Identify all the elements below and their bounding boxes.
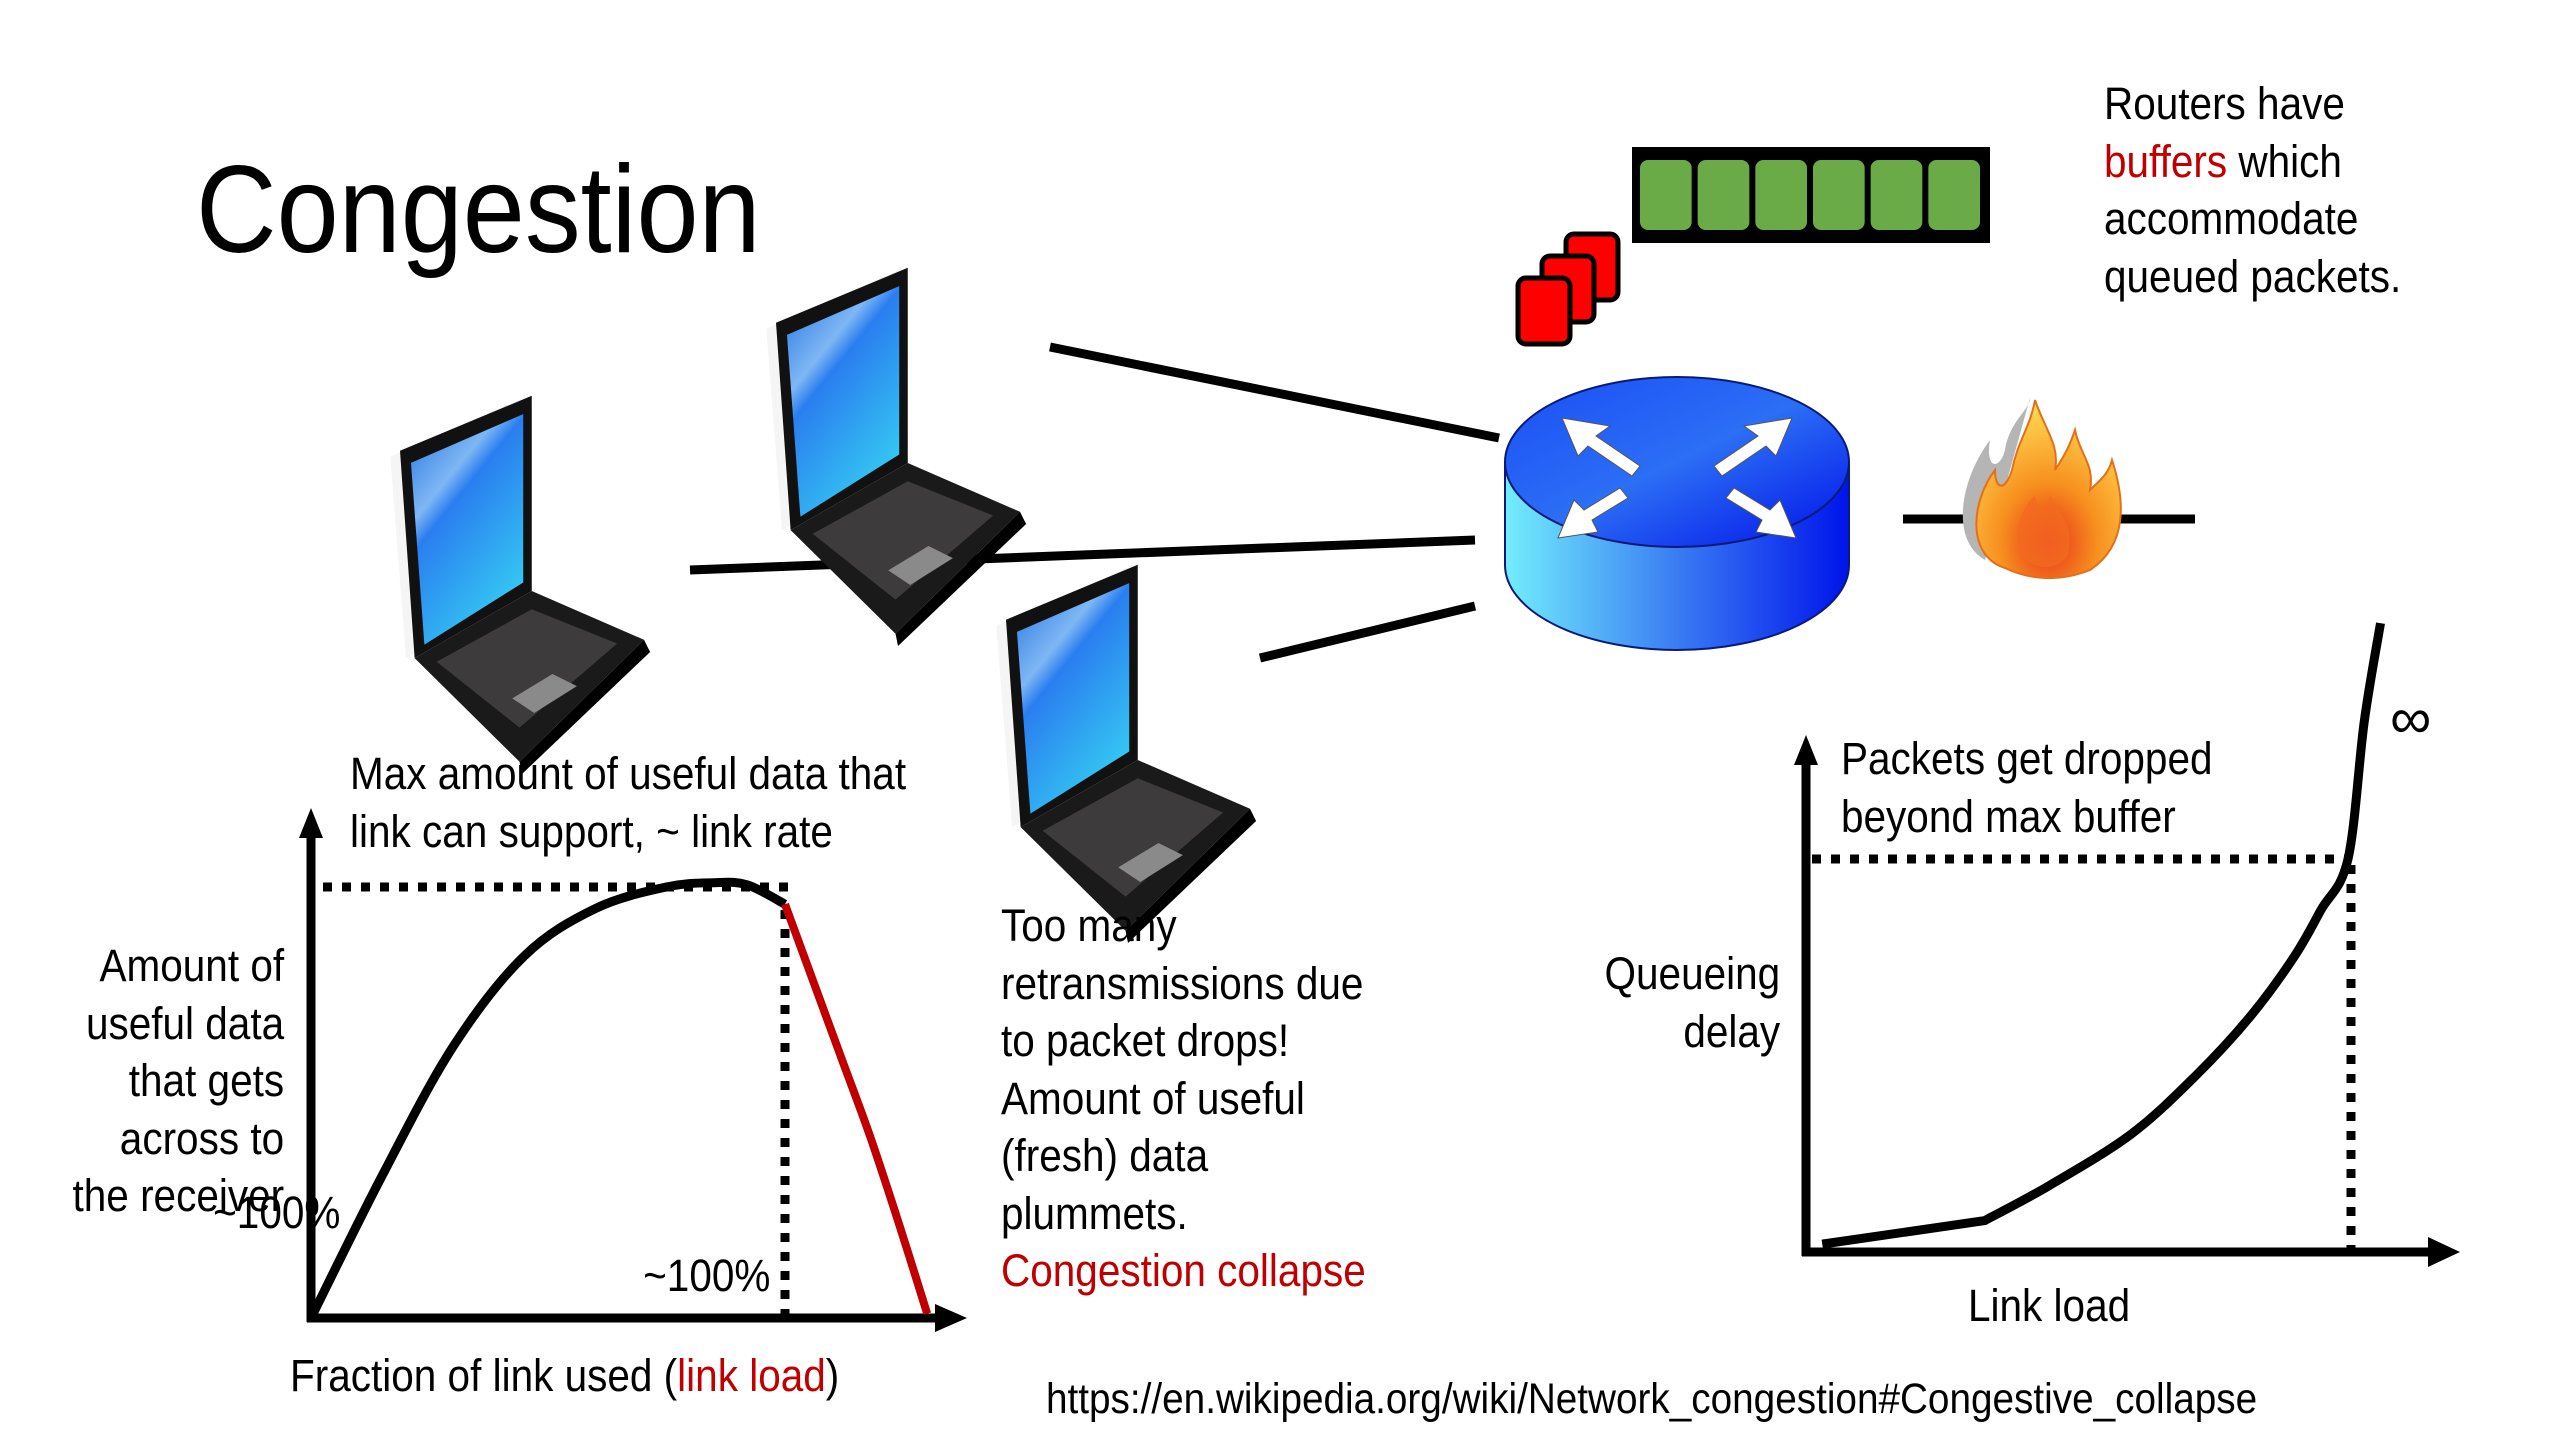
left-x-axis-arrow [935,1304,967,1332]
max-note-text: Max amount of useful data that [350,748,907,799]
buffer-slot [1870,160,1923,230]
dropped-packet [1515,275,1573,347]
collapse-note-line: Too many [1001,897,1366,955]
delay-chart [1794,622,2460,1267]
right-x-tick-100pct: ~100% [212,1187,340,1238]
packets-dropped-note: Packets get dropped beyond max buffer [1841,730,2213,845]
link-bottom-laptop [1258,601,1477,663]
buffer-slot [1640,160,1692,230]
collapse-note-text: Too many [1001,900,1177,951]
collapse-note-text: (fresh) data [1001,1130,1209,1181]
left-y-axis-arrow [299,808,323,838]
max-note-text: link can support, ~ link rate [350,805,833,857]
drop-note-text: Packets get dropped [1841,733,2213,784]
buffer-slots [1640,160,1980,230]
left-x-tick-100pct: ~100% [642,1250,770,1301]
congestion-collapse-note: Too many retransmissions due to packet dro… [1001,897,1366,1300]
buffer-slot [1928,160,1980,230]
source-url-link[interactable]: https://en.wikipedia.org/wiki/Network_co… [1046,1375,2258,1423]
right-ylabel-text: Queueing [1604,948,1780,999]
left-ylabel-line: that gets [72,1052,284,1110]
right-y-axis-arrow [1794,735,1818,765]
slide-title: Congestion [196,141,761,279]
max-note-line: link can support, ~ link rate [350,803,906,861]
right-ylabel-line: Queueing [1604,945,1780,1003]
left-ylabel-text: across to [119,1112,284,1164]
collapse-note-line: retransmissions due [1001,955,1366,1013]
drop-note-line: Packets get dropped [1841,730,2213,788]
routers-note-line: accommodate [2104,190,2401,248]
buffer-slot [1755,160,1807,230]
throughput-chart [299,808,967,1332]
collapse-note-text: plummets. [1001,1187,1188,1239]
right-ylabel-text: delay [1683,1005,1780,1057]
laptop-bottom-icon [996,564,1257,943]
right-ylabel-line: delay [1604,1003,1780,1061]
buffer-queue [1632,147,1990,243]
infinity-annotation: ∞ [2390,686,2432,751]
collapse-note-text: retransmissions due [1001,957,1364,1009]
routers-note-line: Routers have [2104,75,2401,133]
right-x-axis-label: Link load [1968,1280,2131,1331]
fire-icon [1962,398,2122,579]
link-left-laptop [689,535,1476,575]
network-links [689,342,2195,663]
left-xlabel-highlight: link load [677,1350,826,1401]
buffer-slot [1697,160,1750,230]
left-xlabel-text: Fraction of link used ( [290,1350,678,1401]
laptop-top-icon [766,267,1027,646]
left-ylabel-text: useful data [85,997,285,1049]
collapse-note-text: to packet drops! [1001,1015,1290,1066]
routers-note-text: queued packets. [2104,250,2402,302]
throughput-curve [306,877,788,1321]
routers-note-highlight: buffers [2104,135,2228,187]
right-x-axis-arrow [2428,1237,2460,1267]
collapse-note-line: plummets. [1001,1185,1366,1243]
left-ylabel-line: useful data [72,995,284,1053]
left-ylabel-text: the receiver [72,1170,284,1221]
delay-curve [1821,622,2385,1249]
collapse-curve [781,902,932,1315]
routers-note-text: Routers have [2104,78,2345,129]
laptop-left-icon [390,395,651,774]
collapse-note-line: (fresh) data [1001,1127,1366,1185]
collapse-note-text: Amount of useful [1001,1072,1305,1124]
routers-note-line: queued packets. [2104,248,2401,306]
collapse-note-line: Congestion collapse [1001,1242,1366,1300]
collapse-note-line: to packet drops! [1001,1012,1366,1070]
max-note-line: Max amount of useful data that [350,745,906,803]
left-ylabel-text: Amount of [99,940,284,991]
routers-note-line: buffers which [2104,133,2401,191]
right-y-axis-label: Queueing delay [1604,945,1780,1060]
left-ylabel-line: across to [72,1110,284,1168]
link-top-laptop [1049,342,1500,443]
max-useful-data-note: Max amount of useful data that link can s… [350,745,906,860]
collapse-note-highlight: Congestion collapse [1001,1245,1366,1296]
dropped-packets [1515,231,1621,347]
left-ylabel-line: the receiver [72,1167,284,1225]
drop-note-line: beyond max buffer [1841,788,2213,846]
routers-note-text: which [2227,135,2342,187]
drop-note-text: beyond max buffer [1841,790,2176,842]
collapse-note-line: Amount of useful [1001,1070,1366,1128]
router-icon [1504,376,1850,651]
left-xlabel-line: Fraction of link used (link load) [290,1353,839,1398]
left-x-axis-label: Fraction of link used (link load) [290,1353,839,1398]
buffer-slot [1813,160,1865,230]
left-y-axis-label: Amount of useful data that gets across to th… [72,937,284,1225]
routers-note-text: accommodate [2104,193,2359,244]
left-ylabel-text: that gets [128,1055,284,1106]
left-ylabel-line: Amount of [72,937,284,995]
left-xlabel-text: ) [825,1350,840,1401]
